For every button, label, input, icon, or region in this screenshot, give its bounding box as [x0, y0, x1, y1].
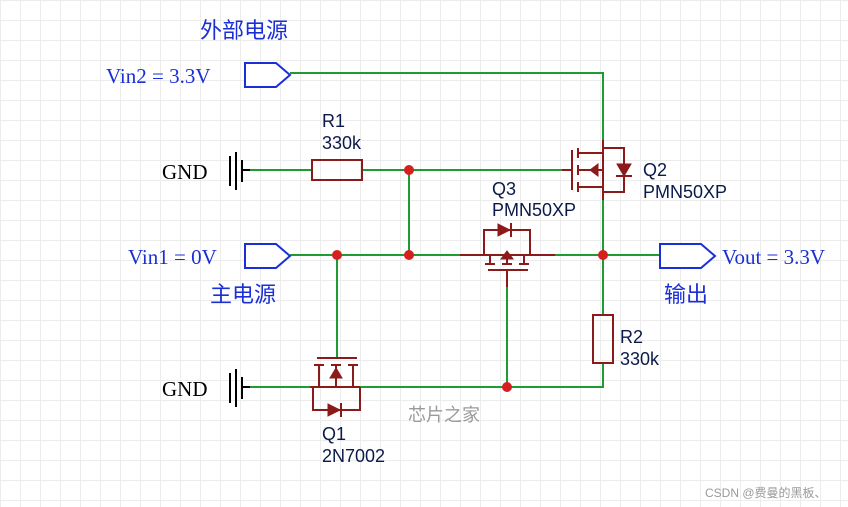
q2-value: PMN50XP: [643, 182, 727, 202]
q3-ref: Q3: [492, 179, 516, 199]
port-vout: [659, 243, 717, 269]
external-power-label: 外部电源: [200, 18, 288, 43]
ports: [244, 62, 717, 269]
watermark-text: 芯片之家: [408, 405, 480, 425]
q3-value: PMN50XP: [492, 200, 576, 220]
mosfet-q2: [562, 140, 632, 200]
r1-value: 330k: [322, 133, 362, 153]
r1-ref: R1: [322, 111, 345, 131]
wire-vin2: [290, 72, 604, 140]
port-vin1: [244, 243, 292, 269]
q1-ref: Q1: [322, 424, 346, 444]
wire-r2-bottom: [507, 363, 604, 388]
junction-vout: [598, 250, 608, 260]
footer-credit: CSDN @费曼的黑板、: [705, 485, 827, 500]
output-label: 输出: [664, 282, 708, 307]
q1-value: 2N7002: [322, 446, 385, 466]
net-vin1-label: Vin1 = 0V: [128, 245, 217, 269]
q2-ref: Q2: [643, 160, 667, 180]
resistor-r2: [592, 314, 614, 364]
junction-vin1-tie: [404, 250, 414, 260]
junctions: [332, 165, 608, 392]
main-power-label: 主电源: [210, 282, 276, 307]
net-vin2-label: Vin2 = 3.3V: [106, 64, 211, 88]
wires: [245, 72, 660, 388]
junction-bottom: [502, 382, 512, 392]
r2-ref: R2: [620, 327, 643, 347]
resistor-r1: [311, 159, 363, 181]
ground-top: [229, 152, 250, 190]
net-vout-label: Vout = 3.3V: [722, 245, 825, 269]
gnd-bottom-label: GND: [162, 377, 208, 401]
junction-r1-node: [404, 165, 414, 175]
junction-vin1-q1: [332, 250, 342, 260]
port-vin2: [244, 62, 292, 88]
gnd-top-label: GND: [162, 160, 208, 184]
ground-bottom: [229, 369, 250, 407]
r2-value: 330k: [620, 349, 660, 369]
mosfet-q1: [310, 357, 361, 417]
mosfet-q3: [460, 223, 555, 287]
